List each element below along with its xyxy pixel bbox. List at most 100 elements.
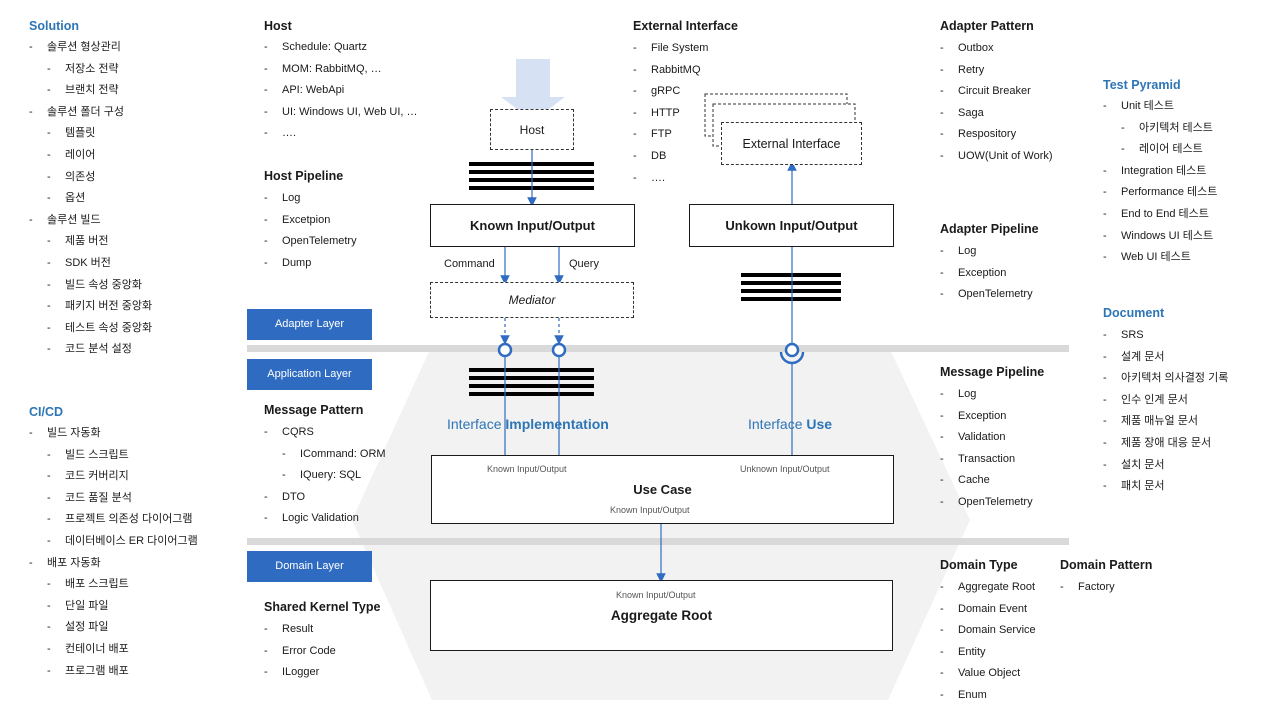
list-item: Web UI 테스트 [1103, 247, 1217, 269]
list-item: Exception [940, 263, 1033, 285]
application-domain-separator [247, 538, 1069, 545]
list-item: 빌드 속성 중앙화 [47, 275, 152, 297]
list-item: UI: Windows UI, Web UI, … [264, 102, 417, 124]
cicd-list: 빌드 자동화빌드 스크립트코드 커버리지코드 품질 분석프로젝트 의존성 다이어… [29, 423, 198, 682]
domain-pattern-title: Domain Pattern [1060, 558, 1153, 572]
list-item: Transaction [940, 449, 1033, 471]
message-pipeline-title: Message Pipeline [940, 365, 1045, 379]
list-item: 제품 장애 대응 문서 [1103, 433, 1228, 455]
list-item: UOW(Unit of Work) [940, 146, 1052, 168]
host-pipeline-list: LogExcetpionOpenTelemetryDump [264, 188, 357, 275]
message-pattern-title: Message Pattern [264, 403, 364, 417]
external-interface-title: External Interface [633, 19, 738, 33]
list-item: 코드 분석 설정 [47, 339, 152, 361]
solution-list: 솔루션 형상관리저장소 전략브랜치 전략솔루션 폴더 구성템플릿레이어의존성옵션… [29, 37, 152, 361]
list-item: HTTP [633, 103, 708, 125]
list-item: SDK 버전 [47, 253, 152, 275]
command-port [497, 342, 513, 358]
list-item: Log [940, 384, 1033, 406]
host-incoming-arrow [501, 59, 565, 121]
list-item: 단일 파일 [47, 596, 198, 618]
list-item: Windows UI 테스트 [1103, 226, 1217, 248]
domain-type-title: Domain Type [940, 558, 1018, 572]
list-item: 레이어 테스트 [1121, 139, 1217, 161]
list-item: FTP [633, 124, 708, 146]
list-item: ICommand: ORM [282, 444, 385, 466]
list-item: 컨테이너 배포 [47, 639, 198, 661]
domain-layer-label: Domain Layer [247, 551, 372, 582]
list-item: Error Code [264, 641, 336, 663]
list-item: SRS [1103, 325, 1228, 347]
use-case-left-io: Known Input/Output [487, 464, 567, 474]
list-item: 아키텍처 테스트 [1121, 118, 1217, 140]
list-item: DB [633, 146, 708, 168]
list-item: Domain Event [940, 599, 1036, 621]
domain-pattern-list: Factory [1060, 577, 1115, 599]
list-item: Logic Validation [264, 508, 386, 530]
use-case-title: Use Case [633, 482, 692, 497]
shared-kernel-list: ResultError CodeILogger [264, 619, 336, 684]
list-item: CQRS [264, 422, 386, 444]
list-item: 패키지 버전 중앙화 [47, 296, 152, 318]
list-item: Retry [940, 60, 1053, 82]
message-pipeline-stripes [469, 368, 594, 396]
list-item: Enum [940, 685, 1036, 707]
list-item: API: WebApi [264, 80, 418, 102]
list-item: Result [264, 619, 336, 641]
message-pattern-list: CQRSICommand: ORMIQuery: SQLDTOLogic Val… [264, 422, 386, 530]
list-item: OpenTelemetry [940, 492, 1032, 514]
list-item: RabbitMQ [633, 60, 708, 82]
list-item: 설치 문서 [1103, 455, 1228, 477]
interface-use-port [784, 342, 800, 358]
list-item: 솔루션 폴더 구성 [29, 102, 152, 124]
adapter-pattern-list: OutboxRetryCircuit BreakerSagaRespositor… [940, 38, 1053, 168]
query-label: Query [569, 258, 599, 270]
list-item: 제품 매뉴얼 문서 [1103, 411, 1228, 433]
list-item: Factory [1060, 577, 1115, 599]
external-interface-box: External Interface [721, 122, 862, 165]
list-item: 레이어 [47, 145, 152, 167]
host-title: Host [264, 19, 292, 33]
document-title: Document [1103, 306, 1165, 320]
test-pyramid-title: Test Pyramid [1103, 78, 1181, 92]
adapter-pattern-title: Adapter Pattern [940, 19, 1034, 33]
host-box: Host [490, 109, 574, 150]
known-io-box: Known Input/Output [430, 204, 635, 247]
list-item: 빌드 스크립트 [47, 445, 198, 467]
list-item: 패치 문서 [1103, 476, 1228, 498]
list-item: Dump [264, 253, 357, 275]
document-list: SRS설계 문서아키텍처 의사결정 기록인수 인계 문서제품 매뉴얼 문서제품 … [1103, 325, 1228, 498]
list-item: 프로젝트 의존성 다이어그램 [47, 509, 198, 531]
list-item: End to End 테스트 [1103, 204, 1217, 226]
adapter-application-separator [247, 345, 1069, 352]
list-item: OpenTelemetry [264, 231, 356, 253]
use-case-right-io: Unknown Input/Output [740, 464, 830, 474]
list-item: …. [633, 168, 708, 190]
list-item: ILogger [264, 662, 336, 684]
list-item: Log [940, 241, 1033, 263]
list-item: 배포 자동화 [29, 553, 198, 575]
list-item: 설계 문서 [1103, 347, 1228, 369]
list-item: 제품 버전 [47, 231, 152, 253]
list-item: Respository [940, 124, 1053, 146]
list-item: 솔루션 형상관리 [29, 37, 152, 59]
adapter-layer-label: Adapter Layer [247, 309, 372, 340]
host-pipeline-title: Host Pipeline [264, 169, 344, 183]
list-item: Log [264, 188, 357, 210]
list-item: MOM: RabbitMQ, … [264, 59, 418, 81]
cicd-title: CI/CD [29, 405, 64, 419]
use-case-bottom-io: Known Input/Output [610, 505, 690, 515]
adapter-pipeline-title: Adapter Pipeline [940, 222, 1039, 236]
adapter-pipeline-stripes [741, 273, 841, 301]
list-item: Circuit Breaker [940, 81, 1053, 103]
list-item: 설정 파일 [47, 617, 198, 639]
list-item: 인수 인계 문서 [1103, 390, 1228, 412]
list-item: Outbox [940, 38, 1053, 60]
list-item: gRPC [633, 81, 708, 103]
list-item: Cache [940, 470, 1033, 492]
interface-use-label: Interface Use [748, 416, 833, 432]
query-port [551, 342, 567, 358]
list-item: 솔루션 빌드 [29, 210, 152, 232]
list-item: …. [264, 123, 418, 145]
list-item: 브랜치 전략 [47, 80, 152, 102]
